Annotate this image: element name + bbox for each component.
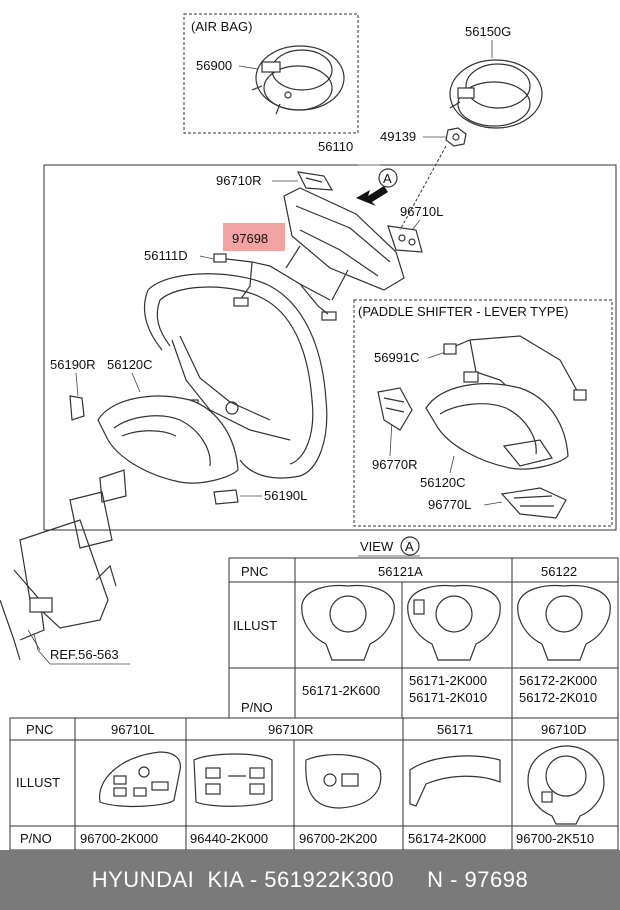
table2-pno-label: P/NO [20, 831, 52, 846]
illust-switch-96440-2k000 [193, 753, 273, 807]
table1-pnc-label: PNC [241, 564, 268, 579]
steering-column-drawing [0, 469, 127, 661]
lower-cover-56120c-drawing [97, 395, 239, 484]
illust-cover-56172-2k000 [517, 584, 611, 661]
part-label-97698[interactable]: 97698 [232, 231, 268, 246]
part-label-56190l[interactable]: 56190L [264, 488, 307, 503]
part-label-49139[interactable]: 49139 [380, 129, 416, 144]
lower-cover-56120c-b-drawing [425, 383, 569, 470]
table-switches [9, 717, 619, 850]
table2-pno-4[interactable]: 56174-2K000 [408, 831, 486, 846]
table2-pno-1[interactable]: 96700-2K000 [80, 831, 158, 846]
table2-col-96710d: 96710D [541, 722, 587, 737]
table1-pno-3b[interactable]: 56172-2K010 [519, 690, 597, 705]
part-label-96710l[interactable]: 96710L [400, 204, 443, 219]
nut-49139-drawing [445, 127, 467, 147]
highlight-97698 [223, 223, 285, 251]
illust-cover-56171-2k600 [301, 584, 395, 661]
illust-cover-56174-2k000 [409, 755, 501, 807]
paddle-shifter-box [353, 299, 613, 527]
module-56150g-drawing [449, 59, 543, 129]
table1-pno-1[interactable]: 56171-2K600 [302, 683, 380, 698]
part-label-56111d[interactable]: 56111D [144, 248, 188, 263]
table2-pno-3[interactable]: 96700-2K200 [299, 831, 377, 846]
table2-col-96710l: 96710L [111, 722, 154, 737]
part-label-56900[interactable]: 56900 [196, 58, 232, 73]
illust-cover-96700-2k510 [527, 745, 605, 825]
table2-illust-label: ILLUST [16, 775, 60, 790]
table1-col-56122: 56122 [541, 564, 577, 579]
airbag-module-drawing [251, 45, 345, 115]
view-a-arrow [356, 168, 398, 206]
airbag-box-label: (AIR BAG) [191, 19, 252, 34]
wiring-56111d-drawing [213, 253, 337, 321]
illust-switch-96700-2k000 [99, 751, 181, 808]
illust-cover-56171-2k000 [407, 584, 501, 661]
table2-pnc-label: PNC [26, 722, 53, 737]
part-label-56991c[interactable]: 56991C [374, 350, 420, 365]
view-a-marker: A [383, 171, 392, 186]
cover-56190l-drawing [213, 489, 239, 505]
paddle-96770r-drawing [377, 387, 413, 431]
cover-56190r-drawing [69, 395, 85, 421]
part-label-96770l[interactable]: 96770L [428, 497, 471, 512]
airbag-box [183, 13, 359, 134]
part-number-footer: HYUNDAI KIA - 561922K300 N - 97698 [0, 850, 620, 910]
table2-col-56171: 56171 [437, 722, 473, 737]
table1-illust-label: ILLUST [233, 618, 277, 633]
part-label-56120c-b[interactable]: 56120C [420, 475, 466, 490]
illust-switch-96700-2k200 [305, 753, 382, 809]
paddle-96770l-drawing [500, 487, 567, 519]
view-title-marker: A [405, 539, 414, 554]
paddle-shifter-box-label: (PADDLE SHIFTER - LEVER TYPE) [358, 304, 568, 319]
parts-diagram: (AIR BAG) 56900 56150G 49139 56110 96710… [0, 13, 619, 850]
table1-pno-2a[interactable]: 56171-2K000 [409, 673, 487, 688]
table1-pno-2b[interactable]: 56171-2K010 [409, 690, 487, 705]
part-label-56120c[interactable]: 56120C [107, 357, 153, 372]
part-label-96710r[interactable]: 96710R [216, 173, 262, 188]
switch-96710l-drawing [387, 225, 423, 253]
view-title: VIEW [360, 539, 394, 554]
table1-col-56121a: 56121A [378, 564, 423, 579]
part-label-56190r[interactable]: 56190R [50, 357, 96, 372]
table2-pno-2[interactable]: 96440-2K000 [190, 831, 268, 846]
table1-pno-3a[interactable]: 56172-2K000 [519, 673, 597, 688]
table2-pno-5[interactable]: 96700-2K510 [516, 831, 594, 846]
ref-label[interactable]: REF.56-563 [50, 647, 119, 662]
part-label-56150g[interactable]: 56150G [465, 24, 511, 39]
wheel-hub-assembly-drawing [283, 145, 447, 301]
table2-col-96710r: 96710R [268, 722, 314, 737]
part-label-56110[interactable]: 56110 [318, 139, 353, 154]
table1-pno-label: P/NO [241, 700, 273, 715]
part-label-96770r[interactable]: 96770R [372, 457, 418, 472]
switch-96710r-drawing [296, 171, 334, 191]
